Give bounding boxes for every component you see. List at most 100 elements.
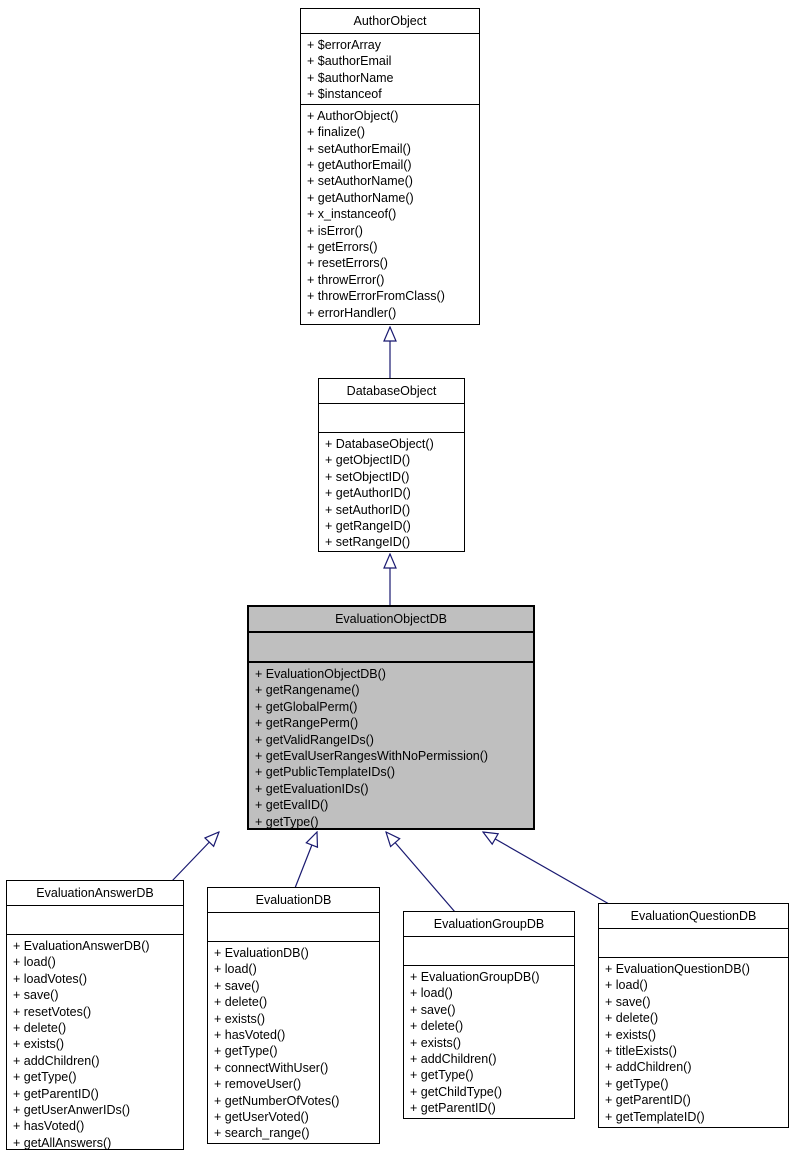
class-methods: + EvaluationGroupDB() + load()+ save() + d… <box>404 966 574 1118</box>
class-title: AuthorObject <box>301 9 479 34</box>
class-methods: + AuthorObject() + finalize()+ setAuthorE… <box>301 105 479 324</box>
class-title: DatabaseObject <box>319 379 464 404</box>
method-row: + delete() <box>214 995 268 1010</box>
method-row: + getRangename() <box>255 683 360 698</box>
method-row: + getEvalID() <box>255 798 329 813</box>
method-row: + throwErrorFromClass() <box>307 289 445 304</box>
attribute-row: + $errorArray <box>307 38 381 52</box>
class-node-evaluationobjectdb-highlighted[interactable]: EvaluationObjectDB + EvaluationObjectDB(… <box>247 605 535 830</box>
method-row: + load() <box>410 986 453 1001</box>
method-row: + EvaluationAnswerDB() <box>13 939 150 953</box>
class-methods: + DatabaseObject() + getObjectID()+ setOb… <box>319 433 464 551</box>
method-row: + getGlobalPerm() <box>255 699 358 714</box>
attribute-row: + $instanceof <box>307 87 382 102</box>
class-title: EvaluationQuestionDB <box>599 904 788 929</box>
class-node-evaluationdb[interactable]: EvaluationDB + EvaluationDB()+ load()+ s… <box>207 887 380 1144</box>
method-row: + resetErrors() <box>307 256 388 271</box>
method-row: + EvaluationGroupDB() <box>410 970 540 984</box>
method-row: + titleExists() <box>605 1044 677 1059</box>
class-title: EvaluationAnswerDB <box>7 881 183 906</box>
class-title: EvaluationObjectDB <box>249 607 533 633</box>
method-row: + getParentID() <box>410 1101 496 1116</box>
method-row: + DatabaseObject() <box>325 437 434 451</box>
inheritance-arrow-evaluationdb-to-evaluationobjectdb <box>294 832 317 889</box>
method-row: + getNumberOfVotes() <box>214 1093 340 1108</box>
class-node-evaluationanswerdb[interactable]: EvaluationAnswerDB + EvaluationAnswerDB(… <box>6 880 184 1150</box>
method-row: + getParentID() <box>13 1086 99 1101</box>
method-row: + hasVoted() <box>13 1119 85 1134</box>
class-node-databaseobject[interactable]: DatabaseObject + DatabaseObject() + getOb… <box>318 378 465 552</box>
class-node-authorobject[interactable]: AuthorObject + $errorArray + $authorEmail… <box>300 8 480 325</box>
method-row: + errorHandler() <box>307 305 397 320</box>
method-row: + getObjectID() <box>325 453 411 468</box>
method-row: + addChildren() <box>410 1052 497 1067</box>
method-row: + getUserAnwerIDs() <box>13 1103 131 1118</box>
method-row: + isError() <box>307 223 363 238</box>
method-row: + getType() <box>255 814 319 829</box>
class-attributes <box>249 633 533 663</box>
method-row: + x_instanceof() <box>307 207 397 222</box>
method-row: + load() <box>13 955 56 970</box>
method-row: + getAuthorName() <box>307 190 414 205</box>
inheritance-arrow-evaluationgroupdb-to-evaluationobjectdb <box>386 832 456 913</box>
method-row: + addChildren() <box>13 1053 100 1068</box>
method-row: + EvaluationDB() <box>214 946 309 960</box>
method-row: + exists() <box>13 1037 65 1052</box>
method-row: + resetVotes() <box>13 1004 92 1019</box>
method-row: + AuthorObject() <box>307 108 399 123</box>
method-row: + loadVotes() <box>13 971 88 986</box>
method-row: + setObjectID() <box>325 469 410 484</box>
method-row: + EvaluationObjectDB() <box>255 667 386 681</box>
method-row: + save() <box>605 994 651 1009</box>
method-row: + exists() <box>410 1035 462 1050</box>
method-row: + getUserVoted() <box>214 1110 309 1125</box>
method-row: + EvaluationQuestionDB() <box>605 962 750 976</box>
method-row: + finalize() <box>307 125 366 140</box>
inheritance-arrow-evaluationquestiondb-to-evaluationobjectdb <box>483 832 610 905</box>
class-node-evaluationgroupdb[interactable]: EvaluationGroupDB + EvaluationGroupDB()+… <box>403 911 575 1119</box>
class-node-evaluationquestiondb[interactable]: EvaluationQuestionDB + EvaluationQuestio… <box>598 903 789 1128</box>
class-attributes: + $errorArray+ $authorEmail+ $authorName… <box>301 34 479 105</box>
method-row: + getType() <box>214 1044 278 1059</box>
method-row: + throwError() <box>307 272 385 287</box>
class-attributes <box>208 913 379 942</box>
method-row: + getEvaluationIDs() <box>255 781 369 796</box>
class-attributes <box>7 906 183 935</box>
method-row: + getChildType() <box>410 1084 503 1099</box>
method-row: + hasVoted() <box>214 1028 286 1043</box>
method-row: + delete() <box>605 1011 659 1026</box>
method-row: + getType() <box>605 1076 669 1091</box>
method-row: + getValidRangeIDs() <box>255 732 374 747</box>
method-row: + getAuthorID() <box>325 486 411 501</box>
method-row: + getPublicTemplateIDs() <box>255 765 395 780</box>
method-row: + setAuthorID() <box>325 502 411 517</box>
method-row: + save() <box>13 988 59 1003</box>
class-title: EvaluationDB <box>208 888 379 913</box>
method-row: + removeUser() <box>214 1077 302 1092</box>
method-row: + getTemplateID() <box>605 1109 705 1124</box>
method-row: + getAuthorEmail() <box>307 157 412 172</box>
class-attributes <box>599 929 788 958</box>
method-row: + save() <box>410 1002 456 1017</box>
method-row: + save() <box>214 978 260 993</box>
class-attributes <box>319 404 464 433</box>
method-row: + getEvalUserRangesWithNoPermission() <box>255 749 489 764</box>
method-row: + getParentID() <box>605 1093 691 1108</box>
class-attributes <box>404 937 574 966</box>
class-methods: + EvaluationQuestionDB() + load()+ save()… <box>599 958 788 1127</box>
method-row: + addChildren() <box>605 1060 692 1075</box>
method-row: + setAuthorEmail() <box>307 141 411 156</box>
method-row: + delete() <box>410 1019 464 1034</box>
method-row: + search_range() <box>214 1126 310 1141</box>
method-row: + getType() <box>13 1070 77 1085</box>
method-row: + exists() <box>214 1011 266 1026</box>
inheritance-arrow-evaluationanswerdb-to-evaluationobjectdb <box>171 832 219 882</box>
class-methods: + EvaluationAnswerDB() + load()+ loadVote… <box>7 935 183 1149</box>
method-row: + setRangeID() <box>325 535 411 550</box>
class-methods: + EvaluationDB()+ load()+ save()+ delete… <box>208 942 379 1143</box>
method-row: + load() <box>605 978 648 993</box>
attribute-row: + $authorEmail <box>307 54 392 69</box>
class-methods: + EvaluationObjectDB()+ getRangename()+ … <box>249 663 533 829</box>
method-row: + getRangeID() <box>325 519 411 534</box>
